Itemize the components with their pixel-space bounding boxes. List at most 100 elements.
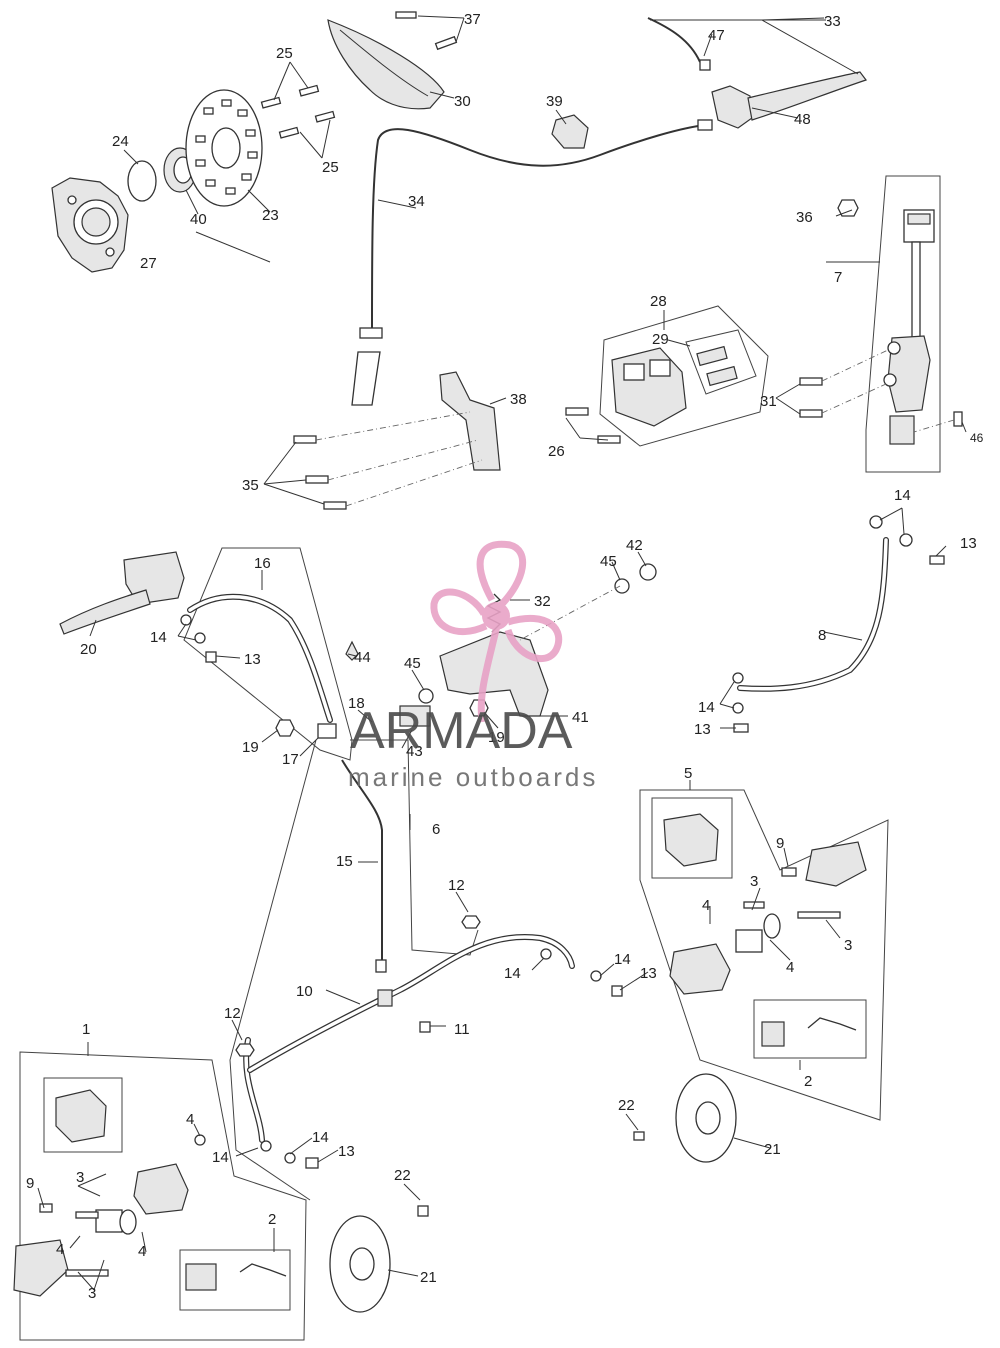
label-15: 15 [336,853,353,870]
label-4: 4 [56,1241,64,1258]
disc-center [349,1247,375,1281]
label-13: 13 [244,651,261,668]
o-ring [127,160,157,202]
front-hose-group-box [183,547,353,761]
label-29: 29 [652,331,669,348]
label-14: 14 [504,965,521,982]
label-37: 37 [464,11,481,28]
label-2: 2 [268,1211,276,1228]
washer [590,970,602,982]
line-fitting [375,959,387,973]
pad-spring [807,1017,857,1031]
nut [275,719,295,737]
label-25: 25 [322,159,339,176]
mc-pin [953,411,963,427]
label-18: 18 [348,695,365,712]
mc-clevis [889,415,915,445]
label-26: 26 [548,443,565,460]
brand-tagline: marine outboards [348,762,598,792]
front-master-cylinder-assembly [59,547,353,761]
caliper-inset-box [43,1077,123,1153]
switch-wire [647,17,701,63]
label-27: 27 [140,255,157,272]
washer [869,515,883,529]
piston [95,1209,123,1233]
nut [837,199,859,217]
pad-spring [239,1263,287,1277]
banjo-bolt [611,985,623,997]
label-42: 42 [626,537,643,554]
washer [284,1152,296,1164]
washer [639,563,657,581]
washer [732,702,744,714]
switch-plug [699,59,711,71]
carrier-hole-inner [81,207,111,237]
line-group-box-10 [229,739,317,1201]
cable-bracket [439,371,501,471]
armada-watermark: ARMADA marine outboards [348,540,598,792]
piston [735,929,763,953]
label-34: 34 [408,193,425,210]
label-3: 3 [750,873,758,890]
front-left-caliper-group-box [19,1051,307,1341]
bleeder [194,1134,206,1146]
label-14: 14 [150,629,167,646]
caliper-piston [649,359,671,377]
caliper-bolt [39,1203,53,1213]
label-17: 17 [282,751,299,768]
disc-cover [327,19,445,110]
hose-clip [317,723,337,739]
disc-bolts [260,84,336,139]
washer [614,578,630,594]
part-labels: 1 2 2 3 3 3 3 4 4 4 4 4 5 6 7 8 9 9 10 1… [26,11,984,1302]
brake-pad [761,1021,785,1047]
rear-caliper-body [611,347,687,427]
mc-port [887,341,901,355]
rear-caliper-assembly [565,305,769,447]
label-22: 22 [618,1097,635,1114]
label-1: 1 [82,1021,90,1038]
banjo-bolt [305,1157,319,1169]
left-lever-assembly [647,17,867,129]
label-40: 40 [190,211,207,228]
label-4: 4 [186,1111,194,1128]
label-13: 13 [694,721,711,738]
disc-bolt [417,1205,429,1217]
mc-bolts [799,377,823,418]
front-left-caliper-bracket [13,1239,69,1297]
label-28: 28 [650,293,667,310]
label-10: 10 [296,983,313,1000]
label-3: 3 [844,937,852,954]
label-44: 44 [354,649,371,666]
line-clip [461,915,481,929]
seal [763,913,781,939]
line-screw [419,1021,431,1033]
label-5: 5 [684,765,692,782]
label-38: 38 [510,391,527,408]
washer [418,688,434,704]
banjo-bolt [205,651,217,663]
cable-handle-loop [351,351,381,406]
label-19: 19 [488,729,505,746]
label-4: 4 [702,897,710,914]
caliper-bolt [781,867,797,877]
brake-pad [185,1263,217,1291]
master-cylinder-group-box [865,175,941,473]
washer [260,1140,272,1152]
label-21: 21 [420,1269,437,1286]
washer [194,632,206,644]
front-left-caliper-assembly [13,1051,429,1341]
leader-lines [37,15,967,1291]
rear-brake-pad [696,345,728,367]
label-2: 2 [804,1073,812,1090]
washer [180,614,192,626]
line-clip [235,1043,255,1057]
label-25: 25 [276,45,293,62]
pad-inset-box [753,999,867,1059]
cover-bolt [395,11,417,19]
propeller-hub [482,602,510,630]
caliper-inset-image [55,1089,107,1143]
label-23: 23 [262,207,279,224]
label-7: 7 [834,269,842,286]
